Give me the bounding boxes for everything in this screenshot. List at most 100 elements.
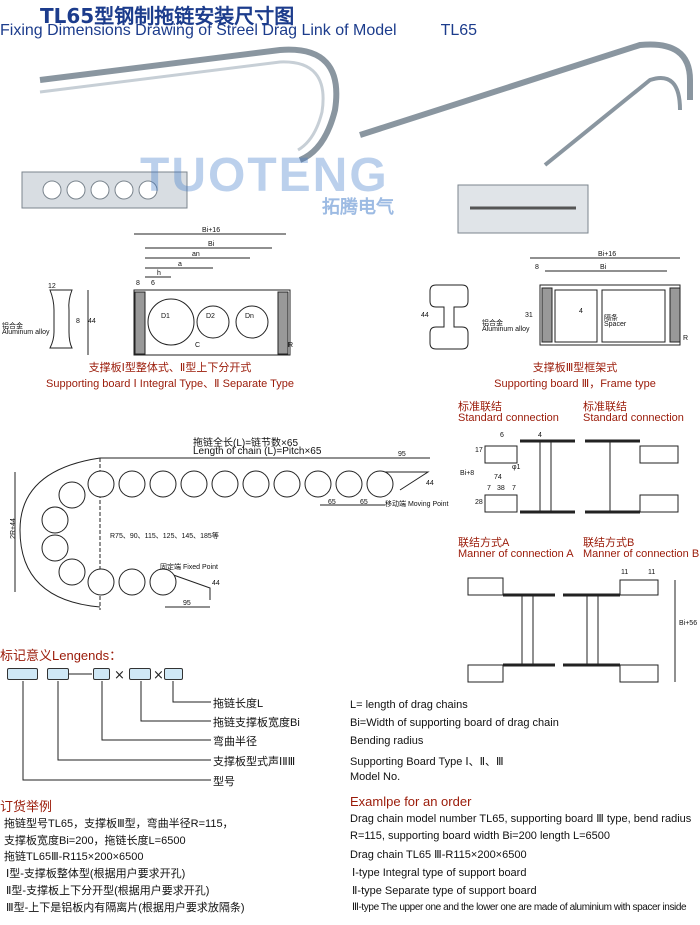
chain-link: [87, 568, 115, 596]
label-dn: Dn: [245, 313, 254, 320]
chain-link: [149, 568, 177, 596]
dim-h: h: [157, 270, 161, 277]
page-title: TL65型钢制拖链安装尺寸图: [40, 4, 295, 28]
label-c: C: [195, 342, 201, 349]
dim-top-95: 95: [398, 451, 406, 458]
dim-iii-r: R: [683, 335, 689, 342]
chain-link: [149, 470, 177, 498]
legend-box-model: [7, 668, 38, 680]
conn-std-1-en: Standard connection: [458, 412, 559, 424]
conn-std-2-en: Standard connection: [583, 412, 684, 424]
dim-phi: φ1: [512, 464, 521, 471]
chain-photo-left: [39, 46, 340, 163]
order-en-1: R=115, supporting board width Bi=200 len…: [350, 830, 611, 842]
legend-cn-4: 型号: [213, 776, 235, 788]
page-subtitle: Fixing Dimensions Drawing of Streel Drag…: [0, 22, 477, 40]
watermark-logo-cn: 拓腾电气: [322, 197, 394, 218]
spacer-cn: 隔条: [604, 315, 618, 322]
label-d1: D1: [161, 313, 170, 320]
legend-box-width: [129, 668, 151, 680]
dim-iii-44: 44: [421, 312, 429, 319]
order-cn-1: 支撑板宽度Bi=200，拖链长度L=6500: [4, 835, 186, 847]
legend-en-3: Supporting Board Type Ⅰ、Ⅱ、Ⅲ: [350, 756, 504, 768]
dim-7b: 7: [512, 485, 516, 492]
watermark-logo: TUOTENG: [140, 149, 389, 202]
dim-bi: Bi: [208, 241, 215, 248]
material-en: Aluminum alloy: [2, 329, 50, 336]
moving-point-label: 移动端 Moving Point: [385, 501, 449, 508]
radius-note: R75、90、115、125、145、185等: [110, 533, 219, 540]
dim-6: 6: [500, 432, 504, 439]
order-en-5: Ⅲ-type The upper one and the lower one a…: [352, 902, 687, 913]
dim-11b: 11: [648, 569, 656, 576]
fixed-point-label: 固定端 Fixed Point: [160, 564, 218, 571]
label-d2: D2: [206, 313, 215, 320]
order-en-0: Drag chain model number TL65, supporting…: [350, 813, 692, 825]
order-cn-3: Ⅰ型-支撑板整体型(根据用户要求开孔): [6, 868, 186, 880]
dim-28: 28: [475, 499, 483, 506]
dim-38: 38: [497, 485, 505, 492]
legend-box-length: [164, 668, 183, 680]
legend-cn-0: 拖链长度L: [213, 698, 264, 710]
conn-b-cn: 联结方式B: [583, 537, 635, 549]
model-label: TL65: [440, 22, 478, 39]
dim-bottom-95: 95: [183, 600, 191, 607]
legend-cn-3: 支撑板型式声ⅠⅡⅢ: [213, 756, 296, 768]
bracket-photo-left: [21, 171, 188, 209]
order-cn-2: 拖链TL65Ⅲ-R115×200×6500: [4, 851, 144, 863]
dim-7a: 7: [487, 485, 491, 492]
conn-a-cn: 联结方式A: [458, 537, 510, 549]
dim-an: an: [192, 251, 200, 258]
chain-link: [273, 470, 301, 498]
chain-link: [41, 506, 69, 534]
iii-material-en: Aluminum alloy: [482, 326, 530, 333]
chain-link: [180, 470, 208, 498]
legend-box-radius: [93, 668, 110, 680]
order-cn-5: Ⅲ型-上下是铝板内有隔离片(根据用户要求放隔条): [6, 902, 245, 914]
dim-total-height: 2R+44: [9, 518, 17, 539]
material-cn: 铝合金: [2, 323, 23, 330]
chain-link: [304, 470, 332, 498]
dim-bi8: Bi+8: [460, 470, 475, 477]
dim-iii-bi: Bi: [600, 264, 607, 271]
chain-link: [335, 470, 363, 498]
svg-text:×: ×: [114, 668, 125, 683]
conn-std-1-cn: 标准联结: [458, 401, 502, 413]
dim-side: 8: [136, 280, 140, 287]
order-cn-4: Ⅱ型-支撑板上下分开型(根据用户要求开孔): [6, 885, 210, 897]
dim-pitch-1: 65: [328, 499, 336, 506]
chain-link: [211, 470, 239, 498]
dim-bi16: Bi+16: [202, 227, 221, 234]
dim-17: 17: [475, 447, 483, 454]
chain-length-cn: 拖链全长(L)=链节数×65: [193, 438, 299, 449]
board-i-caption-cn: 支撑板Ⅰ型整体式、Ⅱ型上下分开式: [88, 362, 252, 374]
dim-width-12: 12: [48, 283, 56, 290]
order-en-3: Ⅰ-type Integral type of support board: [352, 867, 527, 879]
legend-cn-1: 拖链支撑板宽度Bi: [213, 717, 300, 729]
conn-a-en: Manner of connection A: [458, 548, 574, 560]
dim-pitch-2: 65: [360, 499, 368, 506]
legend-title: 标记意义Lengends：: [0, 648, 123, 663]
dim-bi56: Bi+56: [679, 620, 698, 627]
dim-height-44: 44: [88, 318, 96, 325]
dim-offset-8: 8: [76, 318, 80, 325]
order-en-4: Ⅱ-type Separate type of support board: [352, 885, 537, 897]
order-en-2: Drag chain TL65 Ⅲ-R115×200×6500: [350, 849, 527, 861]
chain-link: [366, 470, 394, 498]
chain-link: [118, 470, 146, 498]
dim-inner: 6: [151, 280, 155, 287]
legend-cn-2: 弯曲半径: [213, 736, 257, 748]
board-iii-caption-cn: 支撑板Ⅲ型框架式: [532, 362, 618, 374]
dim-iii-side: 8: [535, 264, 539, 271]
svg-text:×: ×: [153, 668, 164, 683]
chain-link: [58, 558, 86, 586]
dim-a: a: [178, 261, 182, 268]
dim-74: 74: [494, 474, 502, 481]
legend-en-0: L= length of drag chains: [350, 699, 468, 711]
legend-en-1: Bi=Width of supporting board of drag cha…: [350, 717, 559, 729]
dim-11a: 11: [621, 569, 629, 576]
chain-link: [118, 568, 146, 596]
dim-top-44: 44: [426, 480, 434, 487]
board-i-caption-en: Supporting board Ⅰ Integral Type、Ⅱ Separ…: [46, 378, 294, 390]
order-title-en: Examlpe for an order: [350, 794, 472, 809]
